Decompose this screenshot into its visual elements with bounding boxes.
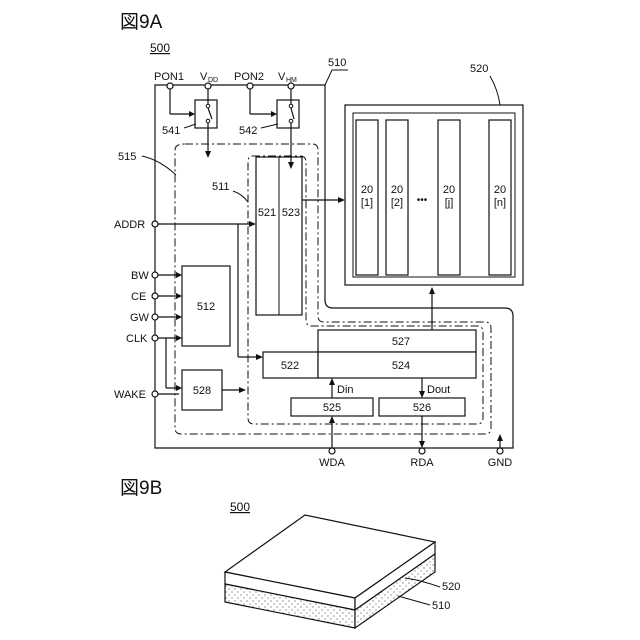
ref-542: 542 bbox=[239, 125, 257, 137]
ref-511: 511 bbox=[212, 181, 230, 193]
leader-510-b bbox=[398, 596, 430, 605]
block-512-label: 512 bbox=[197, 301, 215, 313]
svg-text:20: 20 bbox=[494, 184, 506, 196]
ref-520-b: 520 bbox=[442, 581, 460, 593]
svg-text:[j]: [j] bbox=[445, 197, 454, 209]
leader-515 bbox=[142, 156, 176, 175]
pin-pon1: PON1 bbox=[154, 71, 184, 83]
svg-text:V: V bbox=[200, 71, 208, 83]
svg-text:[1]: [1] bbox=[361, 197, 373, 209]
label-din: Din bbox=[337, 384, 354, 396]
pin-wda: WDA bbox=[319, 457, 345, 469]
ref-500-b: 500 bbox=[230, 500, 250, 514]
block-527-label: 527 bbox=[392, 336, 410, 348]
svg-text:[n]: [n] bbox=[494, 197, 506, 209]
pin-rda: RDA bbox=[410, 457, 434, 469]
cell-20-2: 20 [2] bbox=[386, 120, 408, 275]
svg-text:20: 20 bbox=[443, 184, 455, 196]
pin-clk: CLK bbox=[126, 333, 148, 345]
label-dout: Dout bbox=[427, 384, 450, 396]
cell-20-j: 20 [j] bbox=[438, 120, 460, 275]
chip-3d bbox=[225, 515, 435, 628]
ref-541: 541 bbox=[162, 125, 180, 137]
block-528-label: 528 bbox=[193, 385, 211, 397]
block-525-label: 525 bbox=[323, 402, 341, 414]
svg-text:[2]: [2] bbox=[391, 197, 403, 209]
block-523: 523 bbox=[282, 207, 300, 219]
pin-ce: CE bbox=[131, 291, 146, 303]
pin-bw: BW bbox=[131, 270, 149, 282]
svg-text:20: 20 bbox=[361, 184, 373, 196]
pin-pon2: PON2 bbox=[234, 71, 264, 83]
cell-20-n: 20 [n] bbox=[489, 120, 511, 275]
ref-510: 510 bbox=[328, 57, 346, 69]
pin-vhm: V HM bbox=[278, 71, 297, 84]
leader-520 bbox=[490, 76, 500, 105]
svg-text:20: 20 bbox=[391, 184, 403, 196]
switch-542 bbox=[277, 100, 299, 128]
pin-wake: WAKE bbox=[114, 389, 146, 401]
switch-541 bbox=[195, 100, 217, 128]
block-524-label: 524 bbox=[392, 360, 410, 372]
pin-addr: ADDR bbox=[114, 219, 145, 231]
fig-9a-title: 図9A bbox=[120, 12, 163, 33]
leader-510 bbox=[325, 70, 348, 85]
block-526-label: 526 bbox=[413, 402, 431, 414]
cell-20-1: 20 [1] bbox=[356, 120, 378, 275]
cells-ellipsis: ••• bbox=[417, 195, 428, 206]
ref-510-b: 510 bbox=[432, 600, 450, 612]
ref-515: 515 bbox=[118, 151, 136, 163]
pin-gw: GW bbox=[130, 312, 150, 324]
ref-520: 520 bbox=[470, 63, 488, 75]
block-521: 521 bbox=[258, 207, 276, 219]
pin-gnd: GND bbox=[488, 457, 513, 469]
svg-text:V: V bbox=[278, 71, 286, 83]
ref-500-a: 500 bbox=[150, 41, 170, 55]
fig-9b-title: 図9B bbox=[120, 478, 162, 499]
pin-vdd: V DD bbox=[200, 71, 218, 84]
block-522-label: 522 bbox=[281, 360, 299, 372]
leader-511 bbox=[233, 191, 248, 202]
